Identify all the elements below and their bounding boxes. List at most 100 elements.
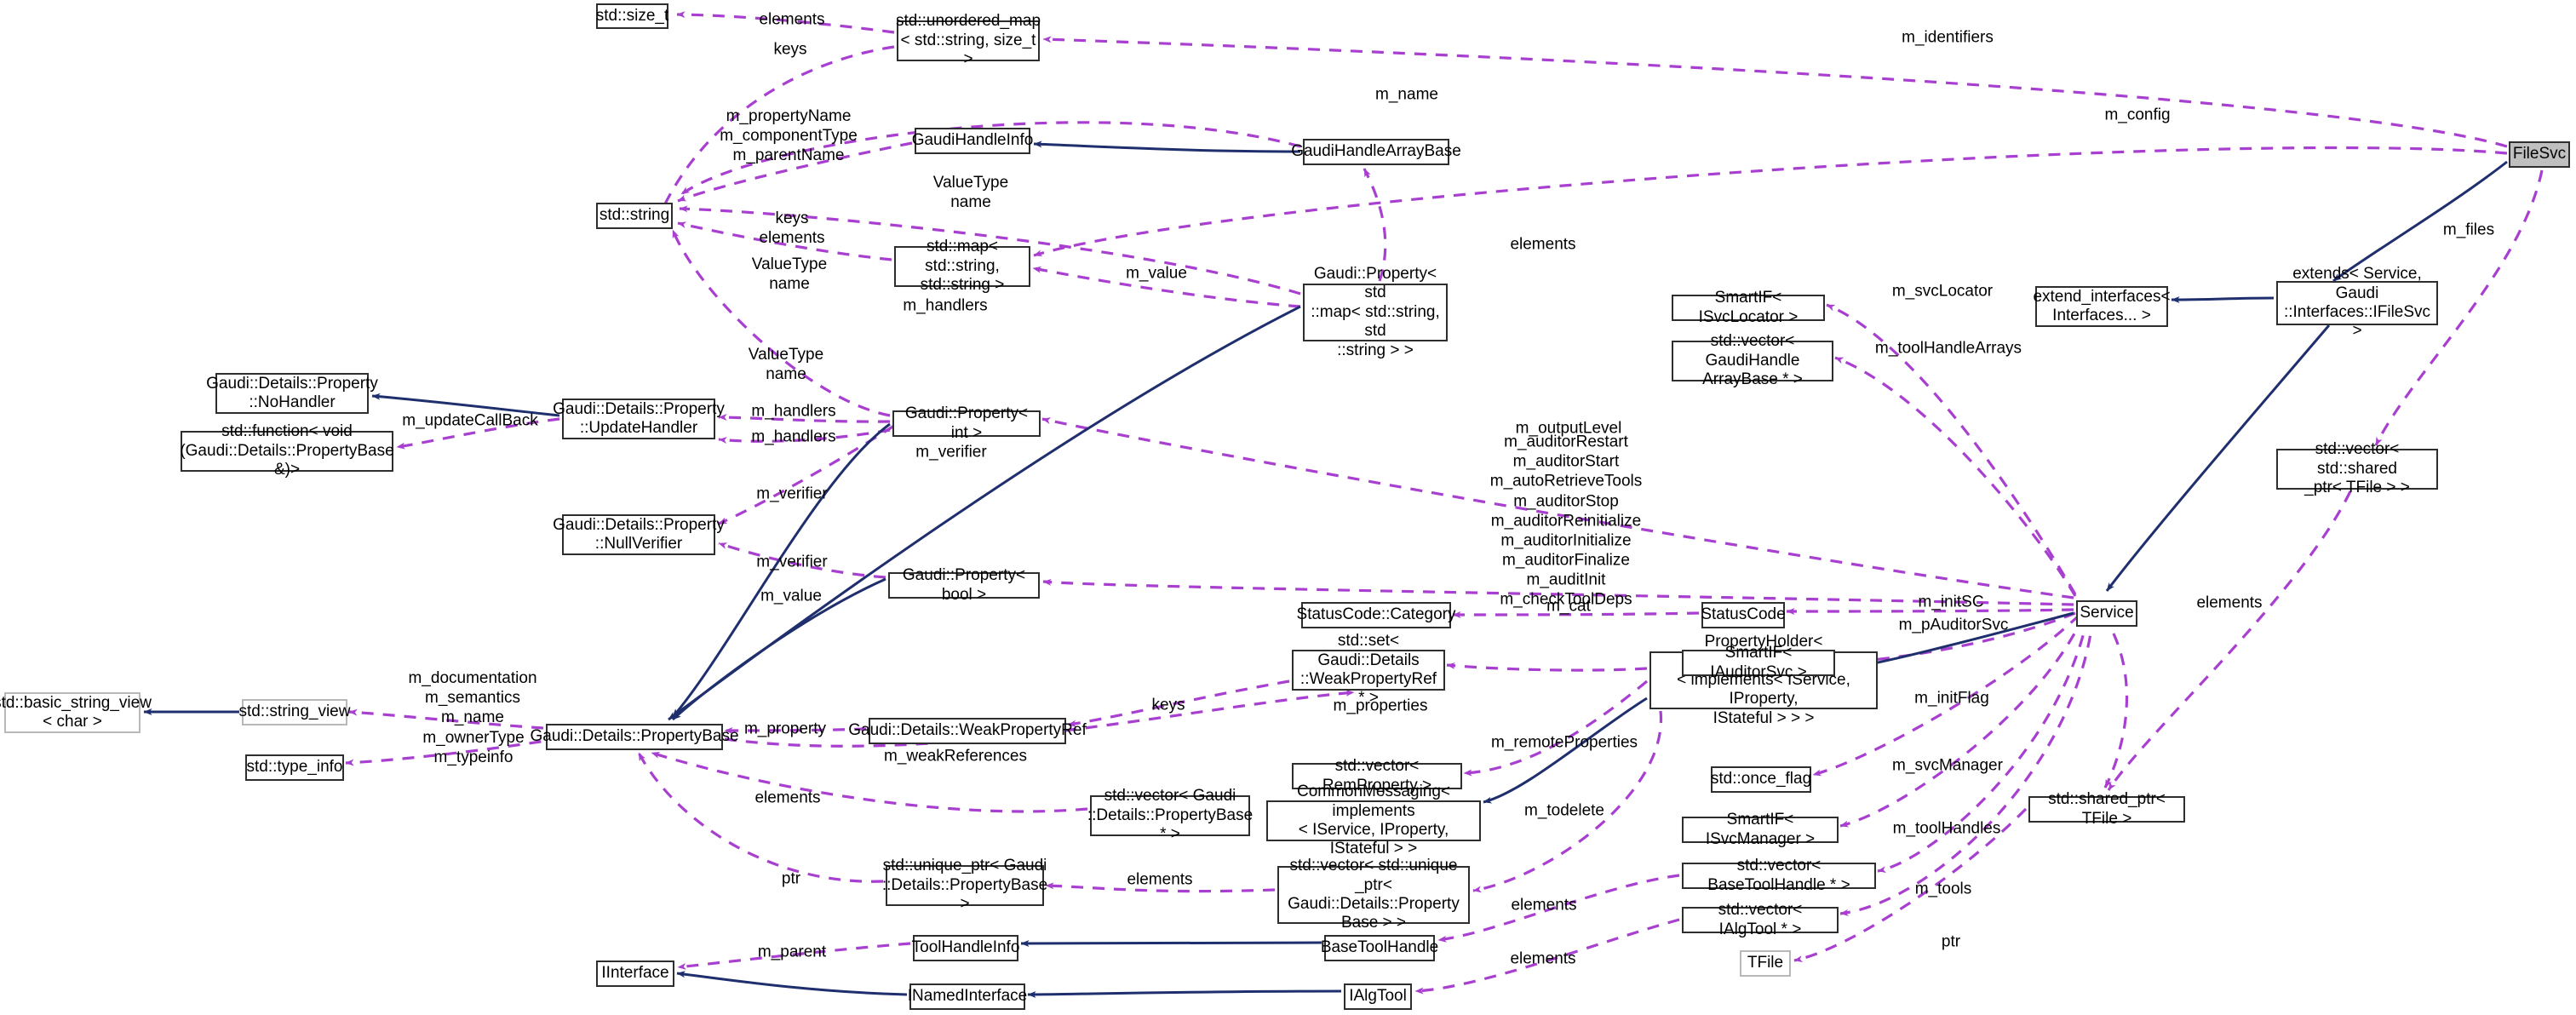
node-label: std::vector< IAlgTool * > <box>1718 901 1803 938</box>
node-weakpropertyref[interactable]: Gaudi::Details::WeakPropertyRef <box>848 718 1087 744</box>
node-label: std::map< std::string, std::string > <box>920 238 1005 295</box>
node-basetoolhandle[interactable]: BaseToolHandle <box>1320 935 1439 961</box>
node-label: extend_interfaces< Interfaces... > <box>2033 287 2171 324</box>
node-label: Gaudi::Details::Property ::NoHandler <box>206 374 378 411</box>
node-std_function[interactable]: std::function< void (Gaudi::Details::Pro… <box>180 422 393 479</box>
node-statuscode[interactable]: StatusCode <box>1701 602 1786 628</box>
node-smartif_iauditorsvc[interactable]: SmartIF< IAuditorSvc > <box>1682 644 1835 681</box>
node-ialgtool[interactable]: IAlgTool <box>1344 983 1412 1010</box>
node-label: std::vector< GaudiHandle ArrayBase * > <box>1702 332 1803 389</box>
node-basic_string_view[interactable]: std::basic_string_view < char > <box>0 692 152 733</box>
node-type_info[interactable]: std::type_info <box>245 754 344 781</box>
node-string[interactable]: std::string <box>596 203 673 229</box>
node-vec_unique_propbase[interactable]: std::vector< std::unique _ptr< Gaudi::De… <box>1277 857 1470 932</box>
node-extends_service[interactable]: extends< Service, Gaudi ::Interfaces::IF… <box>2276 265 2438 340</box>
node-string_view[interactable]: std::string_view <box>239 699 350 725</box>
node-map_string_string[interactable]: std::map< std::string, std::string > <box>894 238 1030 294</box>
node-label: std::vector< std::shared _ptr< TFile > > <box>2304 440 2410 497</box>
node-label: SmartIF< ISvcManager > <box>1705 811 1816 848</box>
node-vec_basetoolhandle[interactable]: std::vector< BaseToolHandle * > <box>1682 857 1876 894</box>
node-statuscode_category[interactable]: StatusCode::Category <box>1297 602 1455 628</box>
node-gaudihandlearraybase[interactable]: GaudiHandleArrayBase <box>1291 139 1461 165</box>
edge-label-lbl-keys-2: keys <box>1151 696 1185 714</box>
node-shared_ptr_tfile[interactable]: std::shared_ptr< TFile > <box>2028 790 2185 828</box>
edge-label-lbl-m-identifiers: m_identifiers <box>1902 28 1994 47</box>
node-label: std::vector< BaseToolHandle * > <box>1707 857 1850 894</box>
node-label: std::size_t <box>595 6 669 25</box>
node-service[interactable]: Service <box>2076 600 2137 627</box>
node-once_flag[interactable]: std::once_flag <box>1711 766 1811 793</box>
node-smartif_isvcmanager[interactable]: SmartIF< ISvcManager > <box>1682 811 1839 848</box>
edge-label-lbl-m-remoteproperties: m_remoteProperties <box>1490 733 1638 752</box>
edge-label-lbl-ptr-2: ptr <box>1941 932 1961 951</box>
node-label: GaudiHandleArrayBase <box>1291 142 1461 161</box>
node-label: BaseToolHandle <box>1320 938 1439 957</box>
node-label: std::unique_ptr< Gaudi ::Details::Proper… <box>881 857 1048 914</box>
node-vec_gaudihandlearray[interactable]: std::vector< GaudiHandle ArrayBase * > <box>1672 332 1833 388</box>
edge-label-lbl-m-parent: m_parent <box>757 943 827 961</box>
node-tfile[interactable]: TFile <box>1740 950 1791 977</box>
node-propertybase[interactable]: Gaudi::Details::PropertyBase <box>531 724 739 750</box>
node-toolhandleinfo[interactable]: ToolHandleInfo <box>912 935 1019 961</box>
edge-label-lbl-m-handlers-2: m_handlers <box>751 427 836 446</box>
edge-label-lbl-m-weakreferences: m_weakReferences <box>884 747 1027 766</box>
edge-label-lbl-m-todelete: m_todelete <box>1523 801 1605 820</box>
edge-label-lbl-m-svcmanager: m_svcManager <box>1892 756 2003 775</box>
edge-label-lbl-valuetype-name-2: ValueType name <box>751 255 828 293</box>
edge-label-lbl-elements-5: elements <box>1511 896 1577 915</box>
edge-label-lbl-m-documentation-group: m_documentation m_semantics m_name <box>408 669 537 727</box>
node-vec_rem_property[interactable]: std::vector< RemProperty > <box>1292 757 1462 794</box>
node-size_t[interactable]: std::size_t <box>596 3 668 29</box>
edge-label-lbl-elements-3: elements <box>754 788 821 807</box>
edge-label-lbl-m-verifier-1: m_verifier <box>915 443 987 462</box>
edge-label-lbl-m-config: m_config <box>2104 106 2171 124</box>
node-label: std::once_flag <box>1710 770 1812 788</box>
node-label: CommonMessaging< implements < IService, … <box>1296 783 1451 858</box>
node-smartif_isvclocator[interactable]: SmartIF< ISvcLocator > <box>1672 289 1825 326</box>
node-prop_nullverifier[interactable]: Gaudi::Details::Property ::NullVerifier <box>553 514 725 555</box>
node-label: Gaudi::Details::Property ::NullVerifier <box>553 515 725 553</box>
node-gaudihandleinfo[interactable]: GaudiHandleInfo <box>912 128 1033 154</box>
edge-label-lbl-ptr-1: ptr <box>781 869 801 888</box>
node-label: StatusCode::Category <box>1296 605 1456 624</box>
node-iinterface[interactable]: IInterface <box>596 961 674 987</box>
edge-label-lbl-m-svclocator: m_svcLocator <box>1891 282 1994 301</box>
node-set_weakpropref[interactable]: std::set< Gaudi::Details ::WeakPropertyR… <box>1292 632 1445 707</box>
edge-label-lbl-keys-1: keys <box>773 40 807 59</box>
edge-label-lbl-m-properties: m_properties <box>1333 697 1428 715</box>
node-commonmessaging[interactable]: CommonMessaging< implements < IService, … <box>1266 783 1481 857</box>
edge-label-lbl-elements-4: elements <box>1127 870 1193 889</box>
node-label: std::vector< Gaudi ::Details::PropertyBa… <box>1087 787 1254 844</box>
node-label: StatusCode <box>1701 605 1786 624</box>
edge-label-lbl-m-pauditorsvc: m_pAuditorSvc <box>1898 616 2009 634</box>
node-label: std::function< void (Gaudi::Details::Pro… <box>180 422 394 479</box>
edge-label-lbl-m-initflag: m_initFlag <box>1914 689 1989 708</box>
node-prop_bool[interactable]: Gaudi::Property< bool > <box>888 566 1040 604</box>
node-label: std::vector< std::unique _ptr< Gaudi::De… <box>1288 857 1460 932</box>
edge-label-lbl-m-toolhandlearrays: m_toolHandleArrays <box>1874 339 2022 358</box>
edge-label-lbl-m-handlers-1: m_handlers <box>751 402 836 421</box>
node-prop_nohandler[interactable]: Gaudi::Details::Property ::NoHandler <box>206 373 378 414</box>
node-unordered_map[interactable]: std::unordered_map < std::string, size_t… <box>896 12 1041 68</box>
node-label: INamedInterface <box>907 987 1028 1006</box>
node-label: Gaudi::Details::PropertyBase <box>530 727 739 746</box>
node-inamedinterface[interactable]: INamedInterface <box>907 983 1028 1010</box>
edge-label-lbl-m-handlers-top: m_handlers <box>903 296 988 315</box>
node-label: extends< Service, Gaudi ::Interfaces::IF… <box>2283 265 2431 341</box>
node-extend_interfaces[interactable]: extend_interfaces< Interfaces... > <box>2033 286 2171 327</box>
node-prop_map[interactable]: Gaudi::Property< std ::map< std::string,… <box>1303 265 1448 359</box>
node-vec_propertybase_ptr[interactable]: std::vector< Gaudi ::Details::PropertyBa… <box>1087 787 1253 843</box>
node-prop_int[interactable]: Gaudi::Property< int > <box>892 404 1041 442</box>
node-unique_ptr_propbase[interactable]: std::unique_ptr< Gaudi ::Details::Proper… <box>882 857 1047 913</box>
edge-label-lbl-m-files: m_files <box>2442 221 2495 239</box>
node-label: std::unordered_map < std::string, size_t… <box>895 12 1041 69</box>
node-vec_ialgtool[interactable]: std::vector< IAlgTool * > <box>1682 901 1839 938</box>
edge-label-lbl-m-ownertype-group: m_ownerType m_typeinfo <box>422 728 525 766</box>
node-filesvc[interactable]: FileSvc <box>2509 141 2570 168</box>
node-prop_updatehandler[interactable]: Gaudi::Details::Property ::UpdateHandler <box>553 399 725 439</box>
node-label: Gaudi::Property< bool > <box>902 566 1026 604</box>
node-vec_shared_tfile[interactable]: std::vector< std::shared _ptr< TFile > > <box>2276 440 2438 496</box>
node-label: std::basic_string_view < char > <box>0 693 152 731</box>
node-label: FileSvc <box>2512 145 2567 163</box>
